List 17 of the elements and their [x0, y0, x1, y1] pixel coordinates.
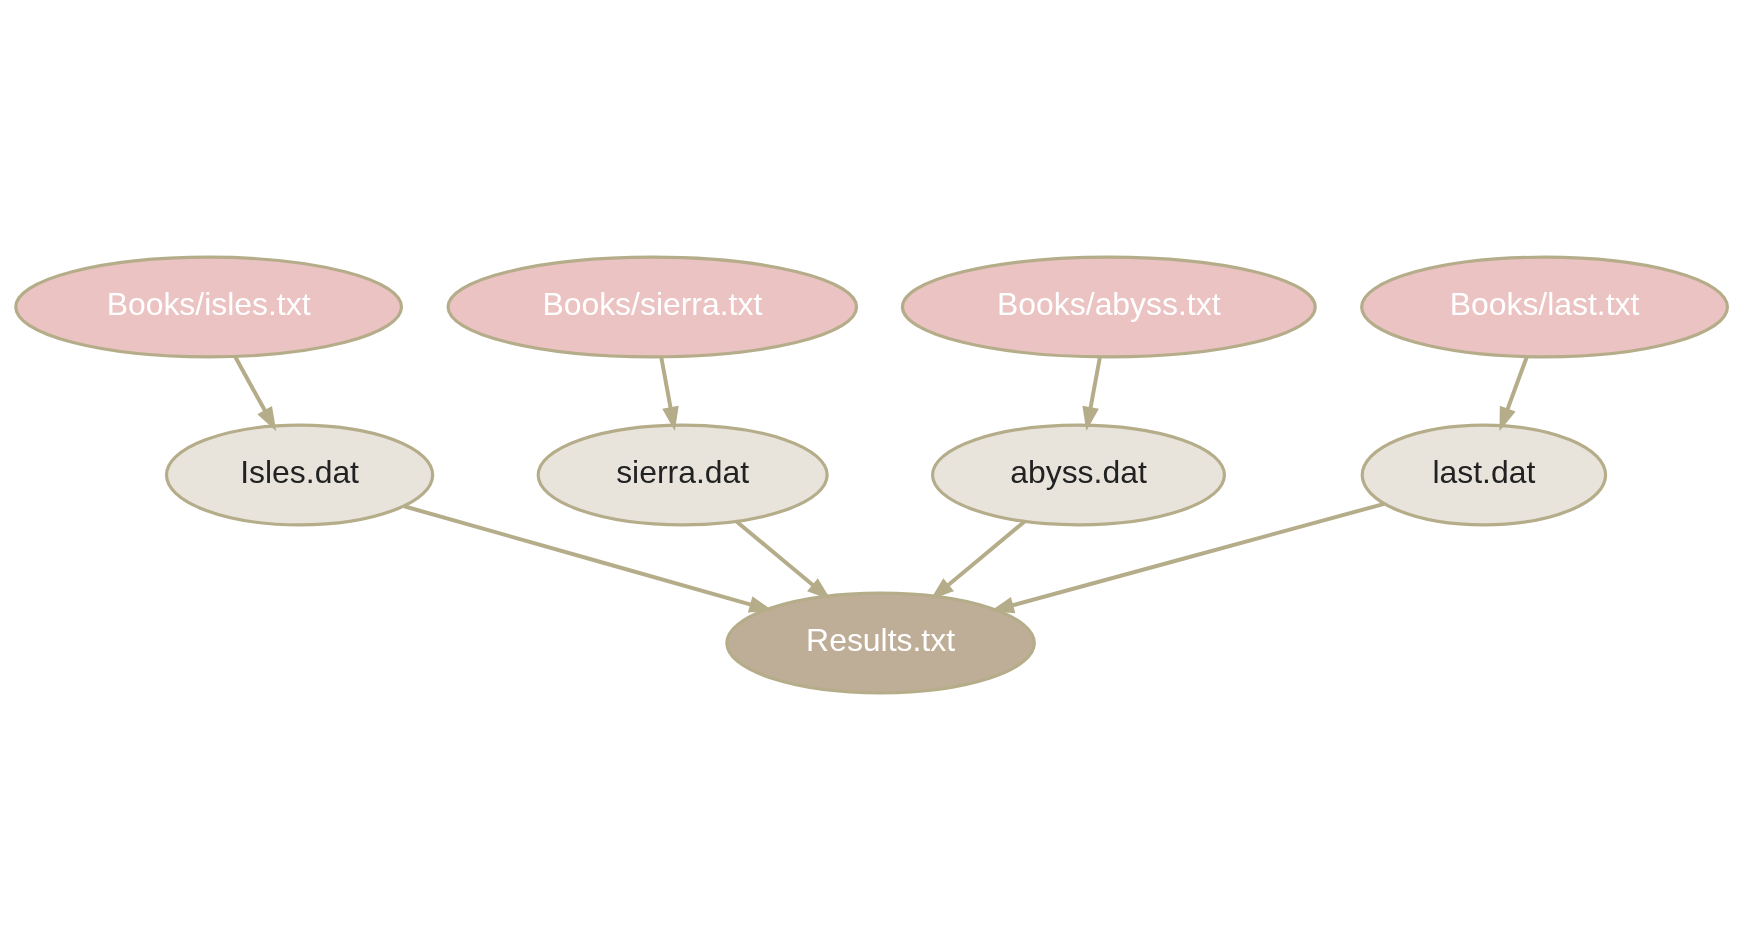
node-ellipse: Results.txt: [725, 591, 1036, 694]
arrow: [403, 503, 774, 612]
node-ellipse: last.dat: [1360, 423, 1608, 526]
arrow: [233, 354, 277, 431]
node-ellipse: Books/abyss.txt: [900, 255, 1317, 358]
node-ellipse: Isles.dat: [164, 423, 435, 526]
arrow: [659, 355, 679, 431]
arrow: [734, 519, 831, 600]
arrow: [990, 501, 1385, 613]
arrow: [1499, 355, 1529, 431]
arrow: [1082, 355, 1102, 431]
node-ellipse: Books/last.txt: [1360, 255, 1730, 358]
arrow: [930, 519, 1027, 600]
node-ellipse: Books/sierra.txt: [446, 255, 859, 358]
node-ellipse: Books/isles.txt: [14, 255, 404, 358]
node-ellipse: sierra.dat: [536, 423, 829, 526]
node-ellipse: abyss.dat: [930, 423, 1227, 526]
